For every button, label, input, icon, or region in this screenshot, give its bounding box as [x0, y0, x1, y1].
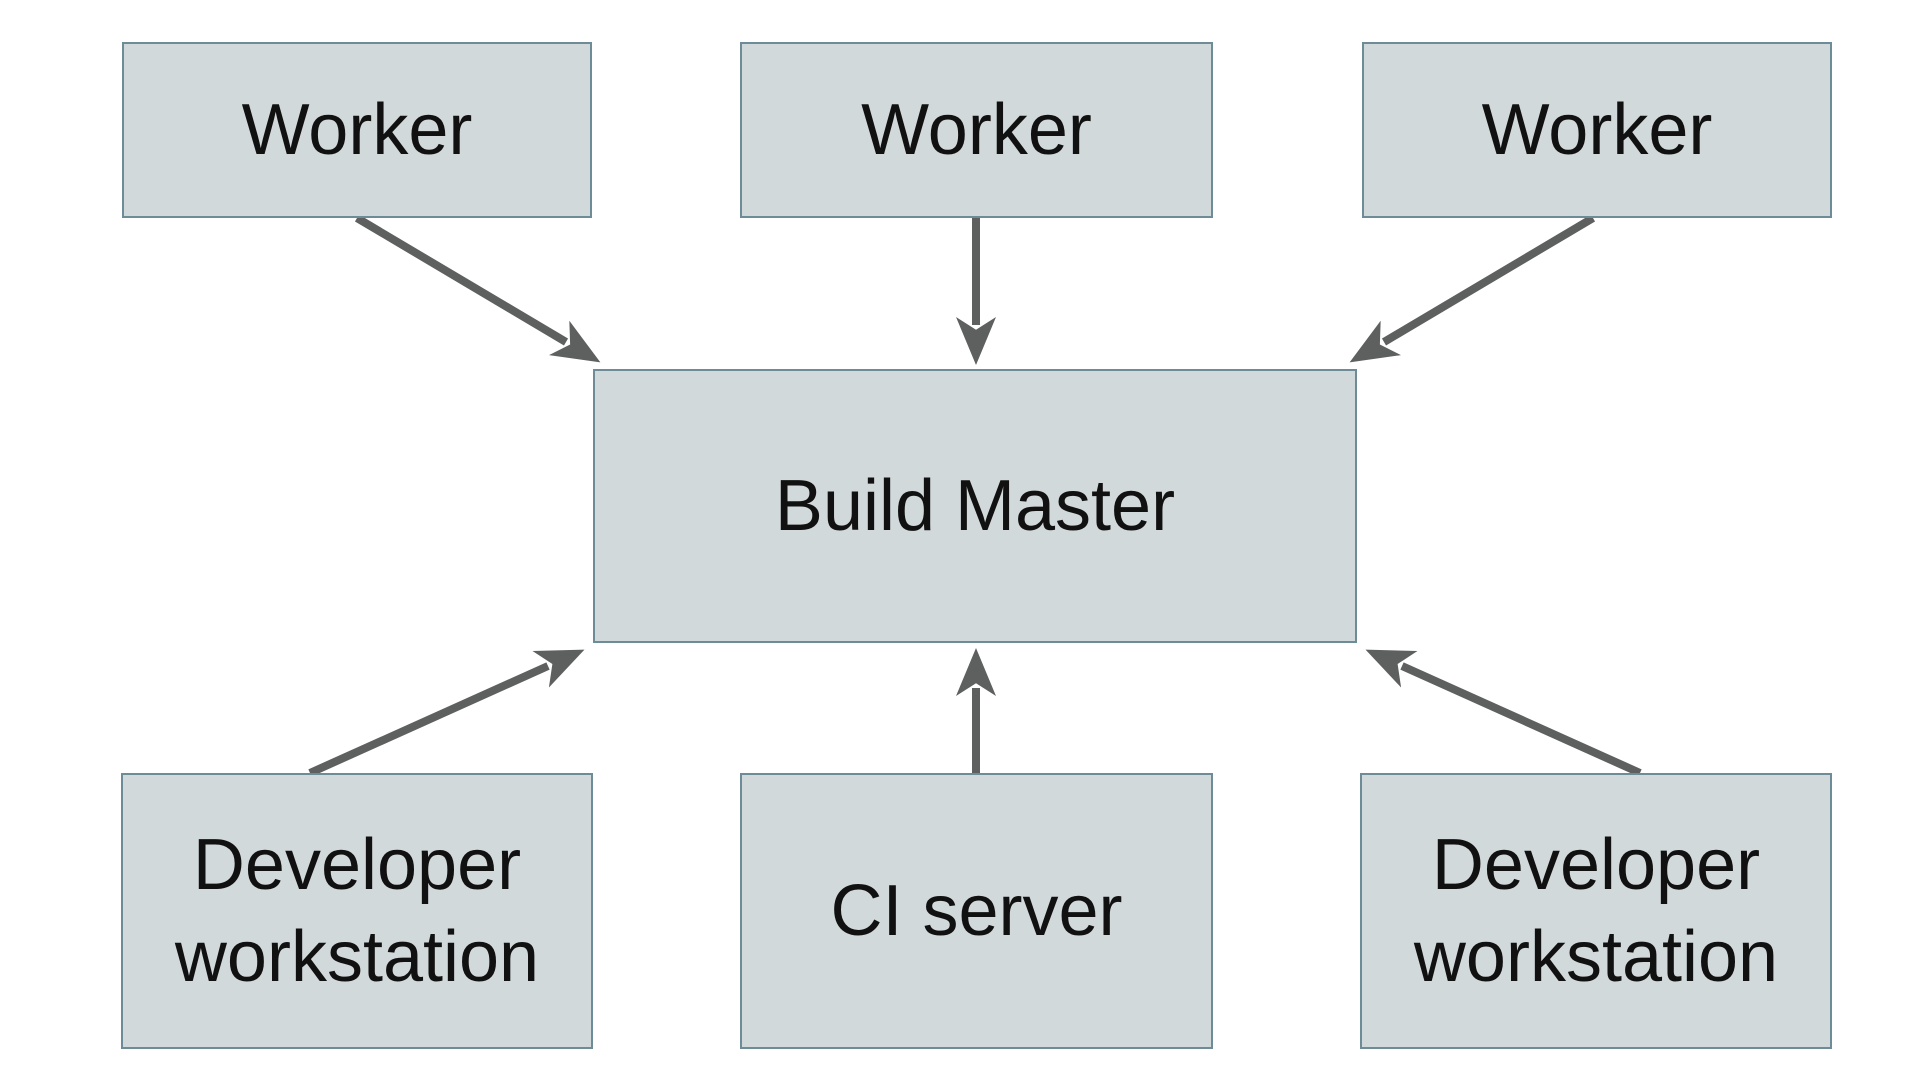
node-label: Developer workstation [174, 824, 540, 997]
arrow-dev-right-to-build-master [1365, 649, 1642, 777]
node-worker-top-right: Worker [1362, 42, 1832, 218]
arrow-worker-left-to-build-master [354, 214, 601, 363]
arrow-worker-right-to-build-master [1349, 214, 1596, 363]
node-label: CI server [830, 870, 1123, 951]
node-ci-server: CI server [740, 773, 1213, 1049]
node-label: Developer workstation [1413, 824, 1779, 997]
node-build-master: Build Master [593, 369, 1357, 643]
node-label: Build Master [774, 465, 1176, 546]
node-label: Worker [861, 89, 1092, 170]
node-developer-workstation-left: Developer workstation [121, 773, 593, 1049]
node-worker-top-left: Worker [122, 42, 592, 218]
node-worker-top-center: Worker [740, 42, 1213, 218]
arrow-dev-left-to-build-master [308, 649, 585, 777]
node-label: Worker [241, 89, 473, 170]
node-label: Worker [1481, 89, 1713, 170]
node-developer-workstation-right: Developer workstation [1360, 773, 1832, 1049]
